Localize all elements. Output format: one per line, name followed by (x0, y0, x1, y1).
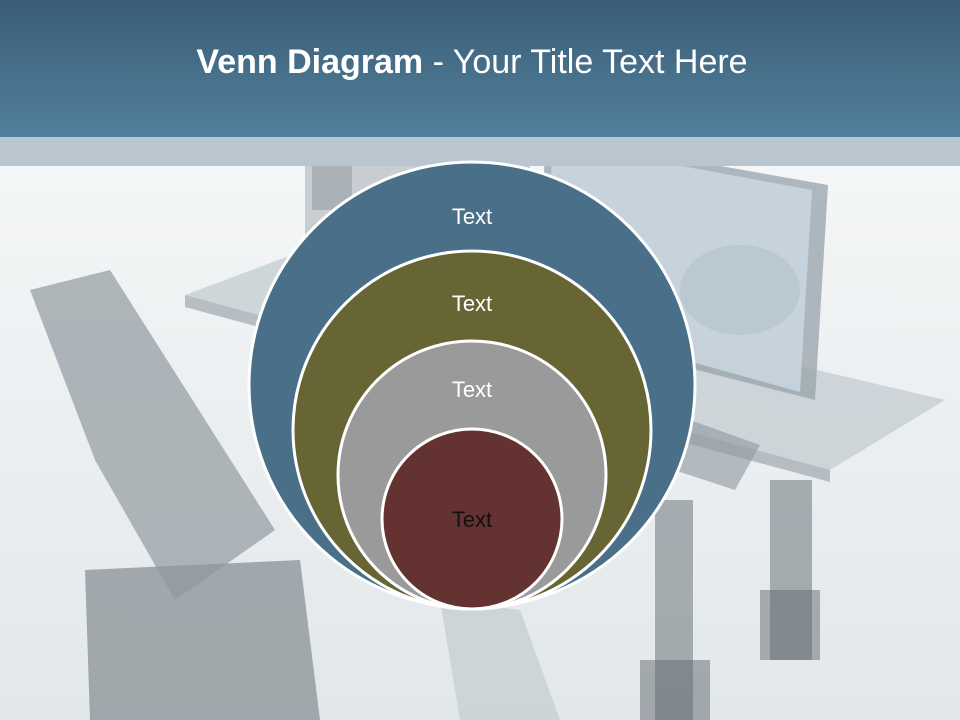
header-bar (0, 0, 960, 137)
circle-4[interactable]: Text (380, 427, 564, 611)
circle-1-label: Text (452, 204, 492, 229)
circle-3-label: Text (452, 377, 492, 402)
slide-title: Venn Diagram - Your Title Text Here (0, 40, 944, 84)
title-bold-part: Venn Diagram (196, 43, 424, 81)
circle-4-label: Text (452, 507, 492, 532)
circle-2-label: Text (452, 291, 492, 316)
title-rest-part: - Your Title Text Here (423, 43, 748, 81)
circle-4-shape (380, 427, 564, 611)
